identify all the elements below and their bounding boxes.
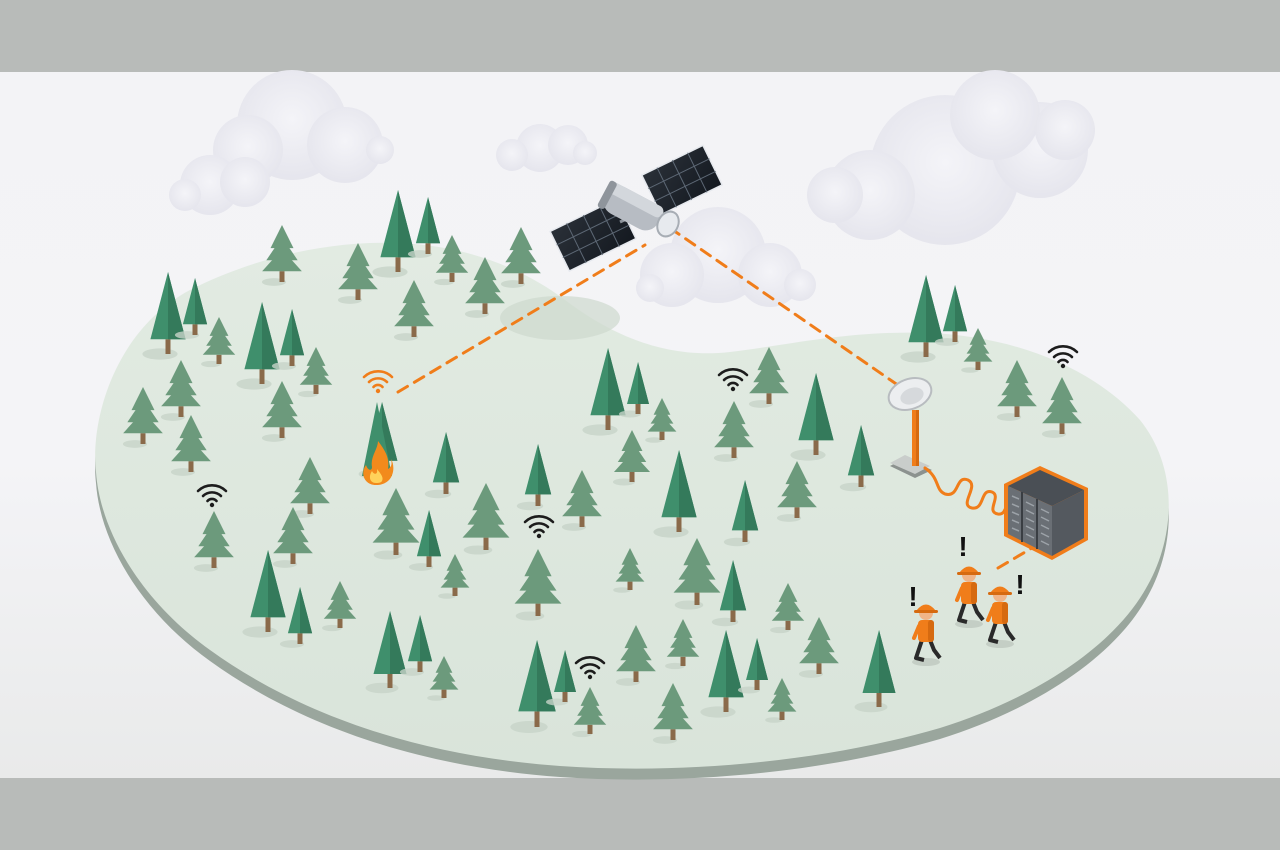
- cloud-icon: [169, 70, 394, 215]
- pine-tree-icon: [798, 617, 839, 678]
- firefighter-icon: [955, 566, 985, 628]
- pine-tree-icon: [174, 278, 208, 339]
- alert-exclamation-icon: !: [958, 531, 967, 562]
- satellite-ground-shadow: [500, 296, 620, 340]
- cloud-icon: [636, 207, 816, 307]
- pine-tree-icon: [462, 483, 510, 555]
- pine-tree-icon: [996, 360, 1037, 421]
- pine-tree-icon: [365, 611, 407, 694]
- pine-tree-icon: [337, 243, 378, 304]
- pine-tree-icon: [298, 347, 333, 398]
- pine-tree-icon: [615, 625, 656, 686]
- pine-tree-icon: [572, 687, 607, 738]
- firefighter-icon: [986, 586, 1016, 648]
- pine-tree-icon: [142, 272, 186, 360]
- pine-tree-icon: [700, 630, 744, 718]
- server-to-crew-line: [996, 546, 1034, 570]
- pine-tree-icon: [407, 197, 441, 258]
- pine-tree-icon: [427, 656, 459, 701]
- pine-tree-icon: [653, 450, 697, 538]
- fire-icon: [363, 441, 394, 485]
- wifi-sensor-icon: [362, 370, 394, 394]
- pine-tree-icon: [464, 257, 505, 318]
- pine-tree-icon: [723, 480, 759, 547]
- pine-tree-icon: [776, 461, 817, 522]
- pine-tree-icon: [645, 398, 677, 443]
- cloud-icon: [807, 70, 1095, 245]
- pine-tree-icon: [236, 302, 280, 390]
- pine-tree-icon: [839, 425, 875, 492]
- pine-tree-icon: [582, 348, 626, 436]
- pine-tree-icon: [408, 510, 442, 571]
- pine-tree-icon: [289, 457, 330, 518]
- pine-tree-icon: [713, 401, 754, 462]
- pine-tree-icon: [438, 554, 470, 599]
- pine-tree-icon: [613, 548, 645, 593]
- pine-tree-icon: [201, 317, 236, 368]
- pine-tree-icon: [372, 190, 416, 278]
- satellite-dish-icon: [887, 377, 933, 478]
- pine-tree-icon: [652, 683, 693, 744]
- wifi-sensor-icon: [574, 656, 606, 680]
- pine-tree-icon: [900, 275, 944, 363]
- pine-tree-icon: [500, 227, 541, 288]
- pine-tree-icon: [170, 415, 211, 476]
- pine-tree-icon: [765, 678, 797, 723]
- satellite-icon: [549, 144, 724, 272]
- data-links: [396, 226, 1034, 570]
- pine-tree-icon: [516, 444, 552, 511]
- alert-exclamation-icon: !: [908, 581, 917, 612]
- pine-tree-icon: [665, 619, 700, 670]
- wifi-sensor-icon: [717, 368, 749, 392]
- pine-tree-icon: [673, 538, 721, 610]
- pine-tree-icon: [279, 587, 313, 648]
- pine-tree-icon: [434, 235, 469, 286]
- satellite-downlink-line: [668, 226, 907, 392]
- pine-tree-icon: [424, 432, 460, 499]
- pine-tree-icon: [619, 362, 649, 418]
- pine-tree-icon: [242, 550, 286, 638]
- pine-tree-icon: [160, 360, 201, 421]
- pine-tree-icon: [711, 560, 747, 627]
- pine-tree-icon: [399, 615, 433, 676]
- pine-tree-icon: [613, 430, 651, 486]
- pine-tree-icon: [272, 507, 313, 568]
- wifi-sensor-icon: [523, 515, 555, 539]
- pine-tree-icon: [261, 381, 302, 442]
- pine-tree-icon: [122, 387, 163, 448]
- wifi-sensor-icon: [196, 484, 228, 508]
- pine-tree-icon: [393, 280, 434, 341]
- pine-tree-icon: [546, 650, 576, 706]
- server-rack-icon: [1004, 466, 1088, 560]
- alert-exclamation-icon: !: [1015, 569, 1024, 600]
- pine-tree-icon: [738, 638, 768, 694]
- pine-tree-icon: [372, 488, 420, 560]
- pine-tree-icon: [193, 511, 234, 572]
- pine-tree-icon: [748, 347, 789, 408]
- pine-tree-icon: [934, 285, 968, 346]
- pine-tree-icon: [510, 640, 556, 733]
- pine-tree-icon: [322, 581, 357, 632]
- pine-tree-icon: [261, 225, 302, 286]
- pine-tree-icon: [961, 328, 993, 373]
- pine-tree-icon: [271, 309, 305, 370]
- firefighter-icon: [912, 604, 942, 666]
- bottom-letterbox-band: [0, 778, 1280, 850]
- solar-panel-right: [640, 144, 724, 216]
- pine-tree-icon: [854, 630, 896, 713]
- top-letterbox-band: [0, 0, 1280, 72]
- pine-tree-icon: [790, 373, 834, 461]
- wifi-sensor-icon: [1047, 345, 1079, 369]
- pine-tree-icon: [1041, 377, 1082, 438]
- sensor-uplink-line: [396, 243, 647, 394]
- pine-tree-icon: [561, 470, 602, 531]
- cloud-icon: [496, 124, 597, 172]
- pine-tree-icon: [770, 583, 805, 634]
- pine-tree-icon: [514, 549, 562, 621]
- coiled-cable: [923, 466, 1012, 516]
